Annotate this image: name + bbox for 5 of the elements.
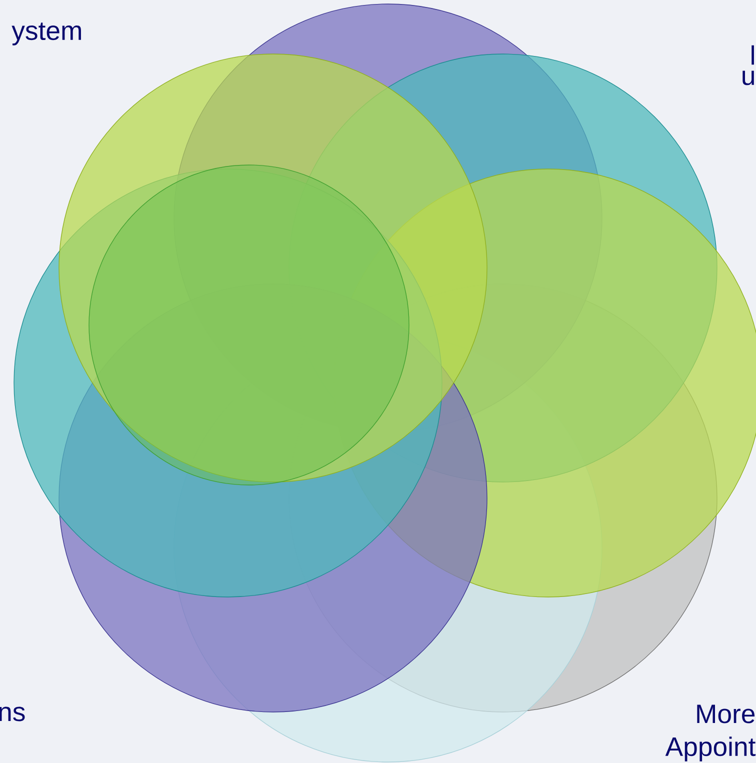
label-text: Appoint — [665, 736, 756, 762]
label-text: More — [697, 704, 755, 724]
label-text: u — [742, 70, 754, 86]
label-text: l — [752, 45, 754, 65]
label-text: ystem — [12, 22, 81, 46]
